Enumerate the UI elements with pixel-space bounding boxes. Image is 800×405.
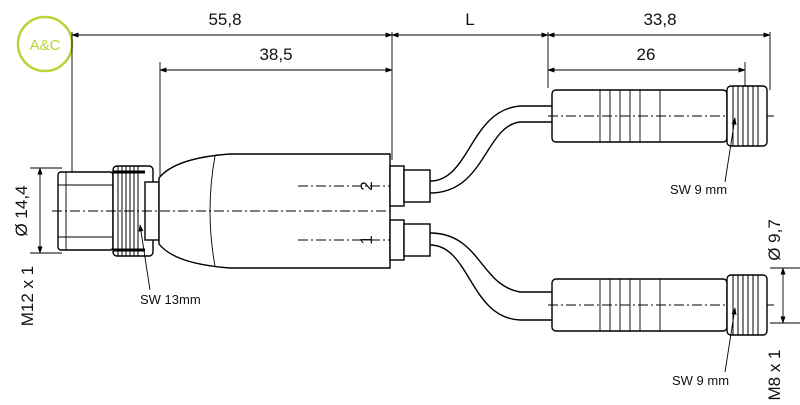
female-socket-top [548,85,775,147]
logo: A&C [16,15,74,73]
dim-L: L [465,10,474,29]
port-label-1: 1 [357,235,376,244]
dim-55-8: 55,8 [208,10,241,29]
dim-diameter-9-7: Ø 9,7 [765,219,784,261]
port-label-2: 2 [357,181,376,190]
splitter-body: 2 1 [52,153,431,269]
dim-diameter-14-4: Ø 14,4 [12,185,31,236]
label-thread-m12: M12 x 1 [18,266,37,326]
cables [429,105,552,321]
logo-text: A&C [30,37,61,54]
wrench-leaders [138,117,737,373]
dim-38-5: 38,5 [259,45,292,64]
label-thread-m8: M8 x 1 [765,349,784,400]
label-sw-9mm-bottom: SW 9 mm [672,373,729,388]
female-socket-bottom [548,274,775,336]
label-sw-13mm: SW 13mm [140,292,201,307]
dimension-lines [30,32,800,324]
dim-33-8: 33,8 [643,10,676,29]
label-sw-9mm-top: SW 9 mm [670,182,727,197]
dim-26: 26 [637,45,656,64]
